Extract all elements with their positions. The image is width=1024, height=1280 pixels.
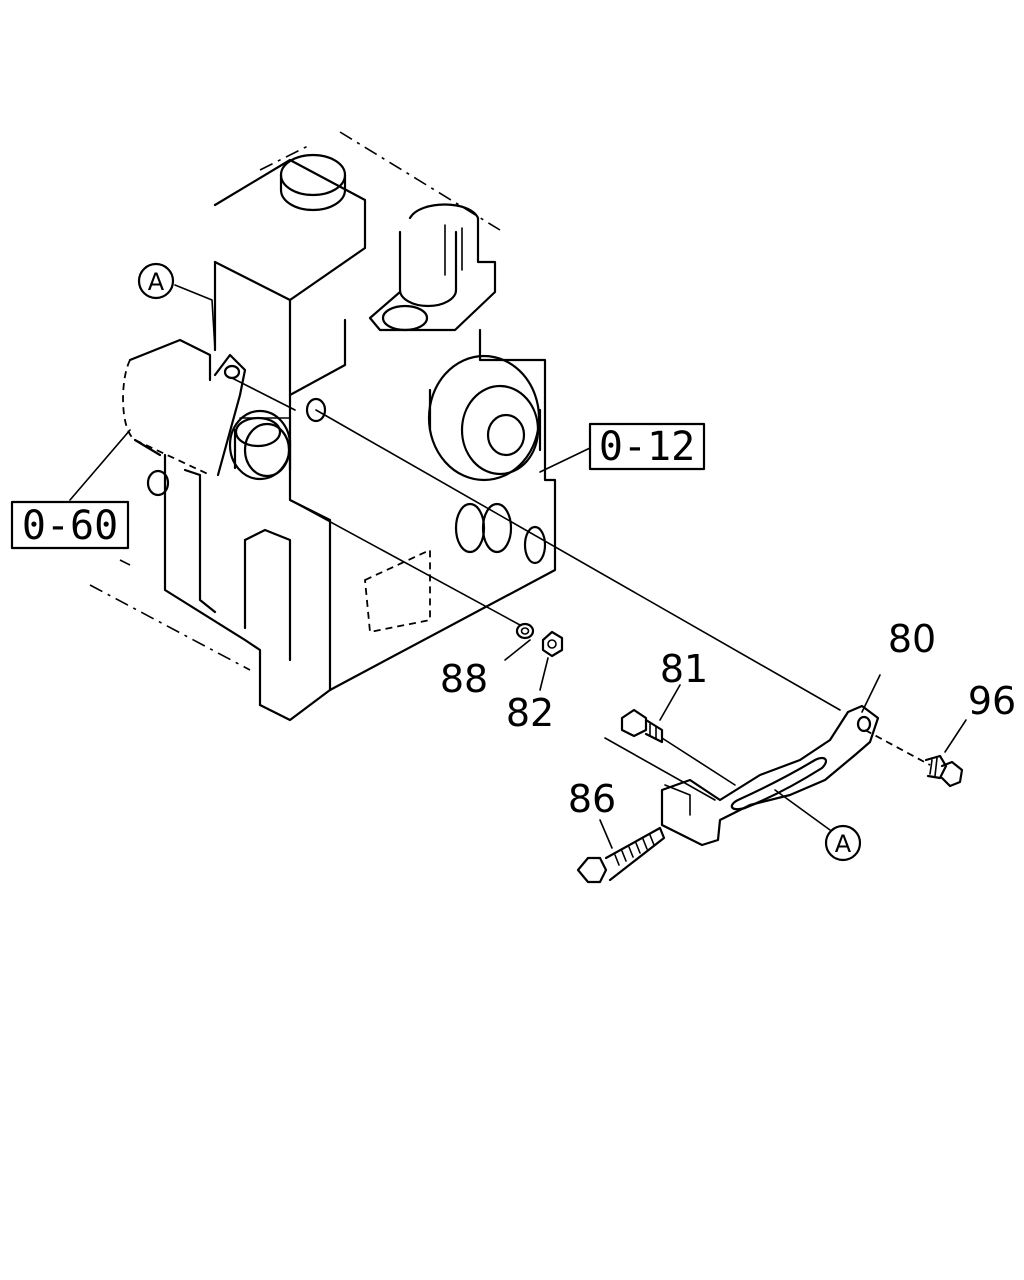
reference-box-0-60: 0-60 (10, 500, 130, 550)
part-number-96: 96 (968, 679, 1016, 723)
reference-label: 0-60 (22, 503, 118, 549)
part-number-88: 88 (440, 657, 488, 701)
part-number-81: 81 (660, 647, 708, 691)
part-number-82: 82 (506, 691, 554, 735)
callout-label: A (835, 830, 852, 858)
bracket-80 (660, 704, 880, 847)
callout-a-top: A (137, 262, 175, 300)
part-number-80: 80 (888, 617, 936, 661)
reference-label: 0-12 (599, 424, 695, 470)
nut-82 (541, 630, 564, 658)
washer-88 (515, 622, 535, 640)
engine-block (89, 131, 557, 722)
reference-box-0-12: 0-12 (588, 422, 706, 471)
callout-a-bottom: A (824, 824, 862, 862)
bolt-86 (576, 826, 666, 884)
bolt-96 (924, 754, 964, 788)
bolt-81 (620, 708, 664, 744)
callout-label: A (148, 268, 165, 296)
part-number-86: 86 (568, 777, 616, 821)
